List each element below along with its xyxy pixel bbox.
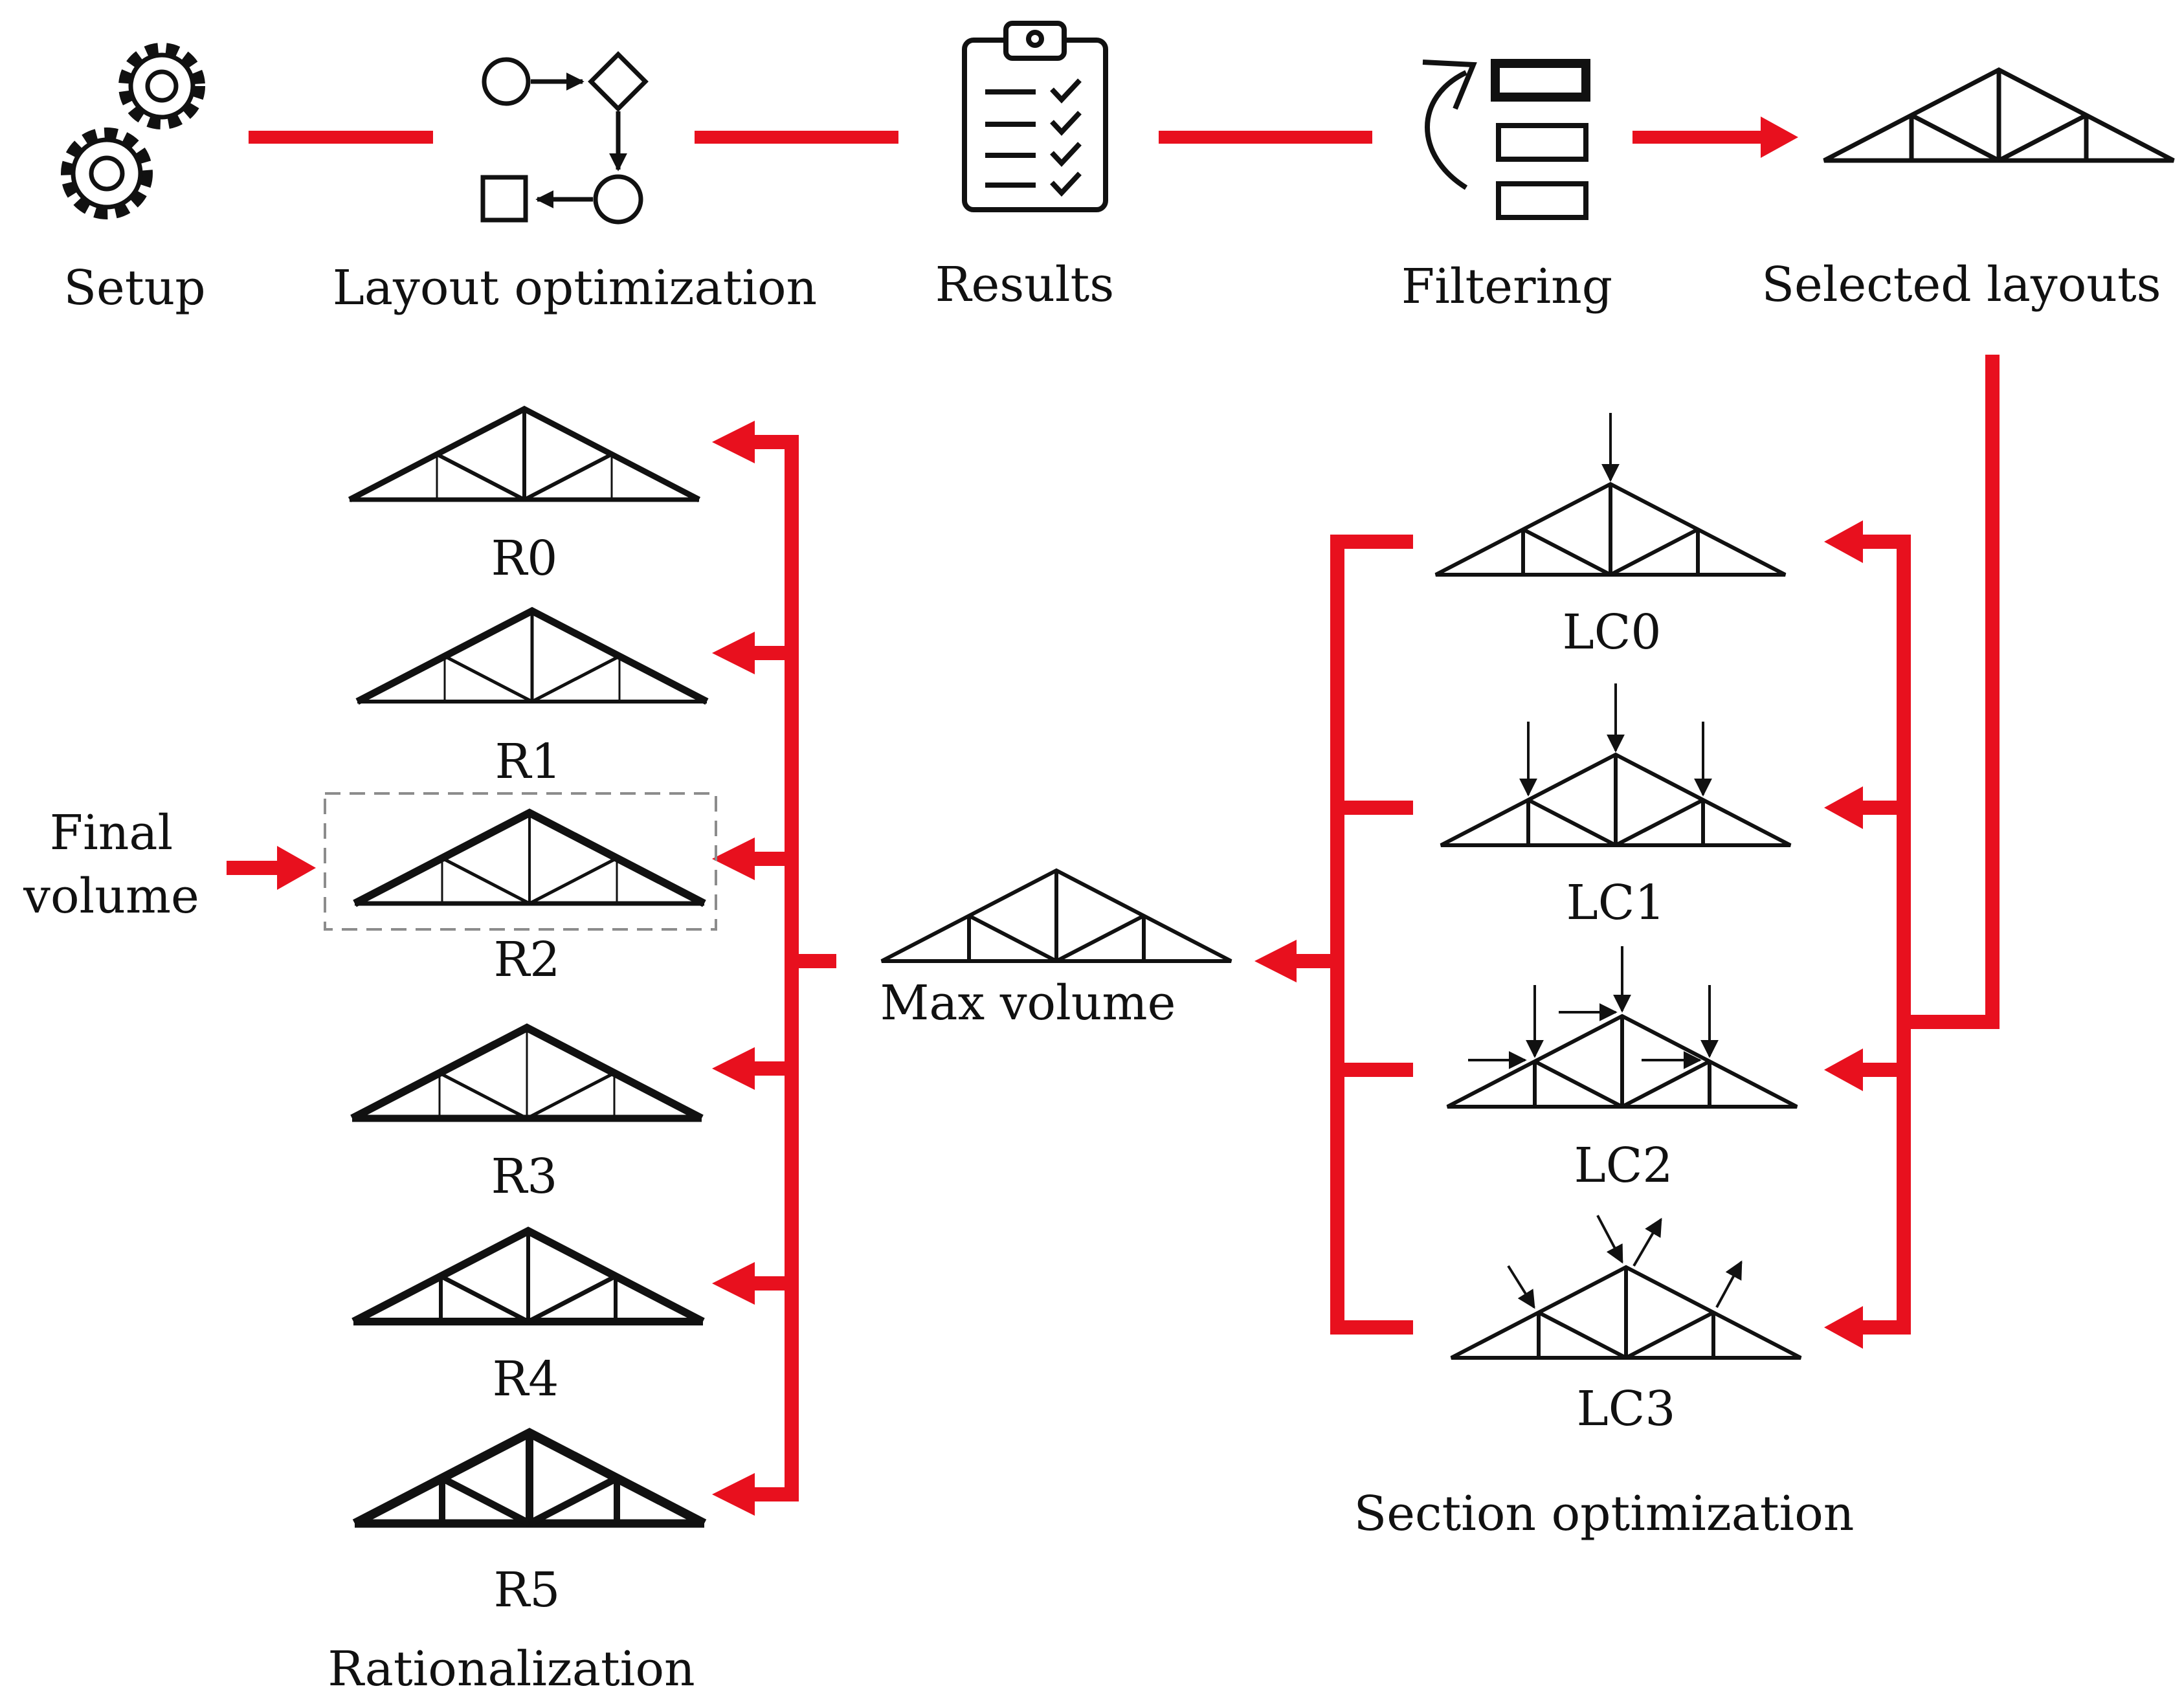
truss-r3 xyxy=(350,1023,704,1122)
truss-r1 xyxy=(355,606,709,705)
step-label-setup: Setup xyxy=(63,260,205,316)
truss-label-lc2: LC2 xyxy=(1574,1138,1673,1193)
connector-line xyxy=(695,131,898,144)
gears-icon xyxy=(61,43,205,219)
connector-line xyxy=(1159,131,1372,144)
load-arrow xyxy=(1715,1260,1743,1308)
step-label-selected-layouts: Selected layouts xyxy=(1761,257,2161,313)
step-label-layout-optimization: Layout optimization xyxy=(333,260,817,316)
step-label-filtering: Filtering xyxy=(1401,259,1612,315)
step-label-results: Results xyxy=(935,257,1115,313)
truss-label-r0: R0 xyxy=(491,531,558,586)
section-optimization-title: Section optimization xyxy=(1354,1486,1855,1542)
final-volume-label-line2: volume xyxy=(23,869,199,924)
connector-line xyxy=(249,131,433,144)
flow-connectors xyxy=(227,355,2000,1516)
section-optimization-labels: LC0 LC1 LC2 LC3 Section optimization xyxy=(1354,604,1855,1542)
truss-r5 xyxy=(352,1428,707,1528)
truss-label-r1: R1 xyxy=(495,734,562,790)
final-selection-frame xyxy=(324,792,717,931)
truss-label-lc0: LC0 xyxy=(1563,604,1662,660)
load-arrow xyxy=(1596,1215,1623,1264)
truss-lc0 xyxy=(1436,413,1785,575)
truss-r4 xyxy=(351,1226,705,1325)
flowchart-icon xyxy=(480,51,649,225)
truss-r0 xyxy=(348,405,701,502)
truss-max-volume xyxy=(882,870,1231,961)
final-volume-label-line1: Final xyxy=(50,805,173,861)
arrow-right xyxy=(1632,116,1798,158)
load-arrow xyxy=(1507,1265,1535,1309)
truss-icon xyxy=(1824,70,2174,161)
pipeline-row: Setup Layout optimization xyxy=(61,21,2174,316)
load-arrow xyxy=(1632,1217,1662,1267)
truss-label-r5: R5 xyxy=(494,1562,561,1618)
clipboard-checklist-icon xyxy=(962,21,1108,212)
rationalization-labels: R0 R1 R2 R3 R4 R5 Rationalization Final … xyxy=(23,531,695,1695)
section-optimization-group xyxy=(1436,413,1801,1358)
truss-lc2 xyxy=(1447,946,1797,1107)
truss-label-r2: R2 xyxy=(494,932,561,988)
truss-label-lc1: LC1 xyxy=(1566,875,1666,931)
max-volume-label: Max volume xyxy=(880,975,1176,1031)
rationalization-group xyxy=(324,405,717,1528)
truss-r2 xyxy=(353,808,706,907)
rationalization-title: Rationalization xyxy=(328,1641,695,1695)
truss-lc3 xyxy=(1451,1215,1801,1358)
truss-lc1 xyxy=(1441,683,1790,845)
truss-label-r3: R3 xyxy=(491,1149,558,1204)
filter-stack-icon xyxy=(1422,59,1590,220)
truss-label-lc3: LC3 xyxy=(1577,1381,1676,1437)
truss-label-r4: R4 xyxy=(493,1351,559,1407)
